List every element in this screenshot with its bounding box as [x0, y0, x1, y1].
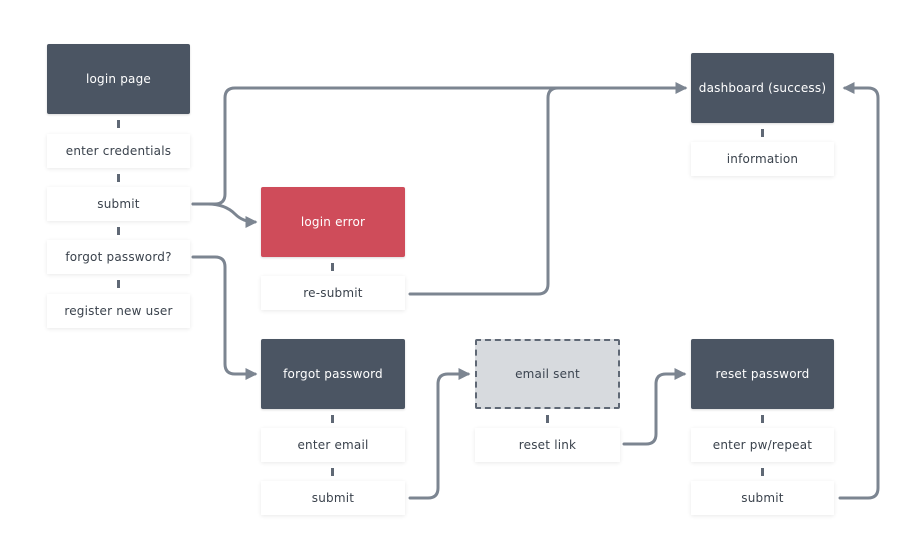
connector-tick [117, 120, 120, 128]
connector-tick [117, 280, 120, 288]
connector-tick [331, 263, 334, 271]
forgot-password-link-step: forgot password? [47, 240, 190, 274]
connector-resubmit-to-dashboard [408, 86, 560, 296]
connector-tick [331, 415, 334, 423]
connector-tick [117, 174, 120, 182]
reset-password-node: reset password [691, 339, 834, 409]
connector-tick [761, 468, 764, 476]
email-sent-node: email sent [475, 339, 620, 409]
connector-submit-to-login-error [191, 202, 258, 228]
connector-tick [331, 468, 334, 476]
connector-submit-to-dashboard [191, 82, 688, 206]
connector-submit-email-to-email-sent [408, 368, 471, 500]
connector-tick [761, 129, 764, 137]
register-new-user-step: register new user [47, 294, 190, 328]
re-submit-step: re-submit [261, 276, 405, 310]
forgot-password-node: forgot password [261, 339, 405, 409]
connector-tick [546, 415, 549, 423]
enter-credentials-step: enter credentials [47, 134, 190, 168]
reset-link-step: reset link [475, 428, 620, 462]
submit-login-step: submit [47, 187, 190, 221]
enter-email-step: enter email [261, 428, 405, 462]
connector-reset-link-to-reset-password [622, 368, 687, 446]
submit-reset-step: submit [691, 481, 834, 515]
login-page-node: login page [47, 44, 190, 114]
dashboard-success-node: dashboard (success) [691, 53, 834, 123]
information-step: information [691, 142, 834, 176]
submit-email-step: submit [261, 481, 405, 515]
connector-forgot-to-forgot-password [191, 255, 258, 380]
connector-tick [761, 415, 764, 423]
connector-submit-reset-to-dashboard [838, 82, 880, 500]
login-error-node: login error [261, 187, 405, 257]
enter-pw-repeat-step: enter pw/repeat [691, 428, 834, 462]
connector-tick [117, 227, 120, 235]
